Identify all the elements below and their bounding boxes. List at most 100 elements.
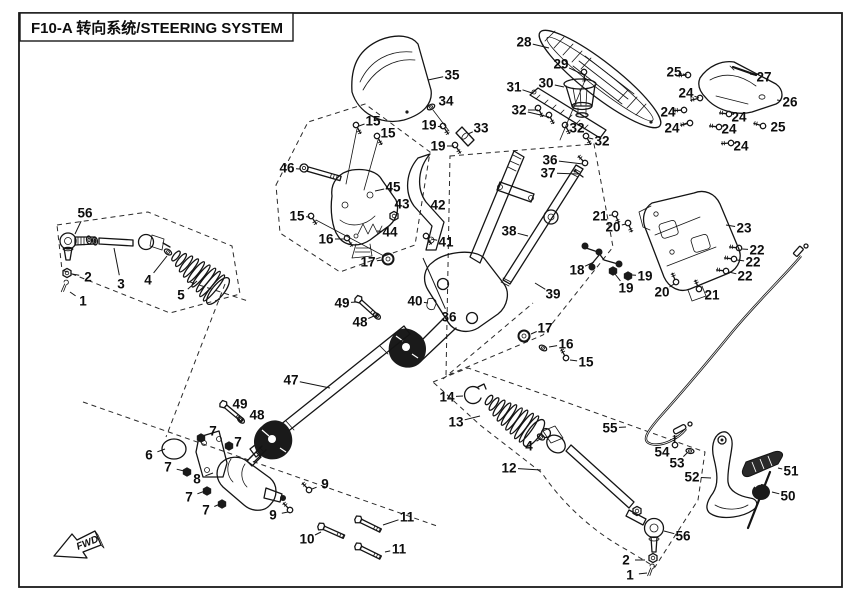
part-number-4: 4 — [144, 273, 152, 288]
label-leader-line — [527, 111, 550, 118]
part-number-48: 48 — [249, 408, 265, 423]
screw-15-icon — [349, 120, 366, 136]
column-cover-35 — [351, 35, 432, 122]
part-number-41: 41 — [438, 235, 454, 250]
part-number-35: 35 — [444, 68, 460, 83]
part-number-40: 40 — [407, 294, 422, 309]
part-number-7: 7 — [202, 503, 210, 518]
label-leader-line — [771, 491, 780, 495]
title-box: F10-A 转向系统/STEERING SYSTEM — [19, 12, 294, 42]
part-number-28: 28 — [516, 35, 532, 50]
label-leader-line — [281, 511, 289, 514]
part-number-56: 56 — [675, 529, 691, 544]
tie-rod-12 — [565, 444, 635, 509]
washer-16-icon — [537, 343, 549, 353]
label-leader-line — [214, 503, 221, 507]
label-leader-line — [358, 123, 365, 127]
label-leader-line — [374, 188, 385, 192]
part-number-22: 22 — [737, 269, 752, 284]
part-number-34: 34 — [438, 94, 454, 109]
part-number-11: 11 — [392, 542, 407, 557]
clip-40 — [426, 297, 437, 311]
part-number-27: 27 — [756, 70, 771, 85]
gear-mount-plate — [195, 430, 228, 478]
label-leader-line — [153, 255, 168, 274]
bracket-23-group — [608, 190, 744, 302]
nut-19-icon — [608, 266, 618, 276]
pin-27 — [731, 65, 758, 77]
group-outlines — [56, 103, 706, 568]
part-number-32: 32 — [569, 121, 584, 136]
part-number-19: 19 — [430, 139, 445, 154]
bracket-45 — [330, 168, 399, 246]
label-leader-line — [725, 224, 736, 227]
label-leader-line — [669, 283, 675, 288]
part-number-24: 24 — [733, 139, 749, 154]
part-number-52: 52 — [684, 470, 699, 485]
lever-52-group — [667, 431, 783, 530]
part-number-44: 44 — [382, 225, 398, 240]
nut-7-icon — [182, 467, 192, 477]
part-number-21: 21 — [592, 209, 608, 224]
bracket-45-group — [299, 120, 445, 266]
part-number-19: 19 — [637, 269, 652, 284]
part-number-54: 54 — [654, 445, 670, 460]
part-number-30: 30 — [538, 76, 553, 91]
part-number-19: 19 — [421, 118, 436, 133]
label-leader-line — [74, 220, 82, 235]
part-number-7: 7 — [209, 424, 217, 439]
part-number-19: 19 — [618, 281, 633, 296]
part-number-4: 4 — [525, 439, 533, 454]
clamp-14 — [463, 383, 487, 405]
part-number-29: 29 — [553, 57, 568, 72]
o-ring-6 — [161, 438, 187, 460]
right-tie-rod-assembly — [463, 383, 665, 577]
group-bracket-45 — [275, 103, 431, 273]
screw-22-icon — [723, 251, 739, 266]
column-outer-shaft — [469, 150, 525, 264]
label-leader-line — [569, 359, 578, 362]
label-leader-line — [777, 467, 783, 470]
part-number-16: 16 — [558, 337, 574, 352]
label-leader-line — [205, 472, 214, 477]
part-number-15: 15 — [380, 126, 396, 141]
label-leader-line — [680, 122, 688, 126]
part-number-1: 1 — [79, 294, 87, 309]
screw-9-icon — [299, 480, 315, 495]
grommet-17-icon — [381, 252, 395, 266]
label-leader-line — [157, 448, 166, 453]
bracket-45-pad — [351, 243, 373, 259]
fwd-arrow: FWD — [53, 530, 105, 559]
part-number-2: 2 — [84, 270, 92, 285]
part-number-21: 21 — [704, 288, 720, 303]
label-leader-line — [588, 137, 594, 140]
label-leader-line — [368, 315, 375, 319]
screw-25-icon — [752, 119, 767, 131]
part-number-26: 26 — [782, 95, 798, 110]
label-leader-line — [682, 73, 688, 76]
part-number-2: 2 — [622, 553, 630, 568]
part-number-37: 37 — [540, 166, 555, 181]
label-leader-line — [558, 160, 584, 165]
part-number-51: 51 — [783, 464, 799, 479]
part-number-39: 39 — [545, 287, 560, 302]
label-leader-line — [614, 273, 621, 282]
left-tie-rod-assembly — [59, 232, 231, 306]
part-number-3: 3 — [117, 277, 125, 292]
label-leader-line — [176, 468, 185, 472]
label-leader-line — [749, 73, 756, 76]
label-leader-line — [522, 89, 533, 94]
bellows-13 — [484, 394, 546, 448]
screw-24-icon — [679, 116, 695, 132]
part-number-32: 32 — [511, 103, 526, 118]
bolt-11-icon — [353, 541, 383, 562]
part-number-24: 24 — [664, 121, 680, 136]
part-number-48: 48 — [352, 315, 368, 330]
label-leader-line — [536, 438, 541, 442]
part-number-7: 7 — [164, 460, 172, 475]
label-leader-line — [736, 259, 745, 262]
bolt-36-icon — [575, 153, 591, 168]
screw-21-icon — [690, 278, 706, 294]
